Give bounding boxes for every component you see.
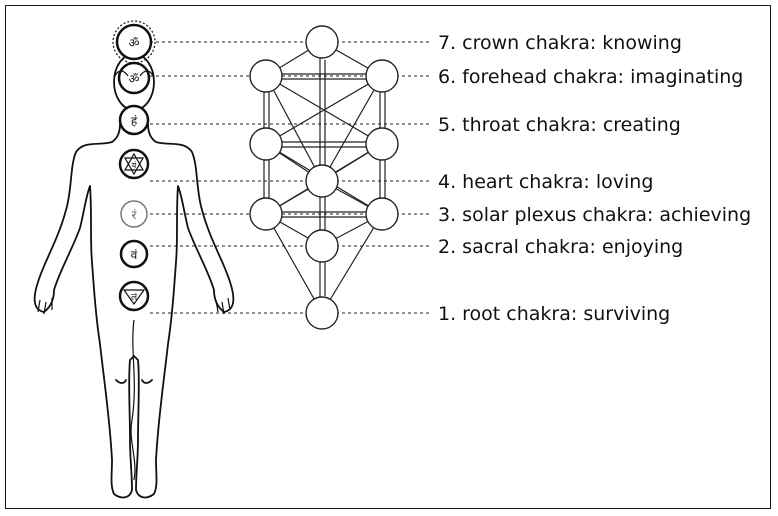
forehead-chakra-icon: ॐ [114,63,154,93]
tree-node-lower-right [366,198,398,230]
tree-node-kingdom [306,297,338,329]
label-sacral-chakra: 2. sacral chakra: enjoying [438,236,683,258]
sacral-chakra-icon: वं [121,241,147,267]
crown-chakra-glyph: ॐ [129,36,140,50]
tree-node-middle-right [366,128,398,160]
tree-node-crown [306,26,338,58]
sacral-chakra-glyph: वं [131,248,138,262]
throat-chakra-glyph: हं [131,114,138,128]
label-solar-plexus-chakra: 3. solar plexus chakra: achieving [438,204,751,226]
label-root-chakra: 1. root chakra: surviving [438,303,670,325]
label-forehead-chakra: 6. forehead chakra: imaginating [438,66,743,88]
root-chakra-glyph: लं [131,292,138,303]
root-chakra-icon: लं [120,282,148,310]
label-throat-chakra: 5. throat chakra: creating [438,114,681,136]
label-heart-chakra: 4. heart chakra: loving [438,171,653,193]
heart-chakra-glyph: यं [132,161,137,170]
forehead-chakra-glyph: ॐ [129,72,140,86]
tree-node-middle-left [250,128,282,160]
solar-plexus-chakra-icon: रं [121,201,147,227]
chakra-labels: 7. crown chakra: knowing 6. forehead cha… [438,32,751,325]
heart-chakra-icon: यं [120,150,148,178]
tree-node-upper-left [250,60,282,92]
tree-of-life-nodes [250,26,398,329]
tree-node-upper-right [366,60,398,92]
label-crown-chakra: 7. crown chakra: knowing [438,32,682,54]
throat-chakra-icon: हं [120,106,148,134]
tree-node-lower-left [250,198,282,230]
crown-chakra-icon: ॐ [113,21,155,63]
tree-node-center [306,165,338,197]
tree-node-foundation [306,230,338,262]
